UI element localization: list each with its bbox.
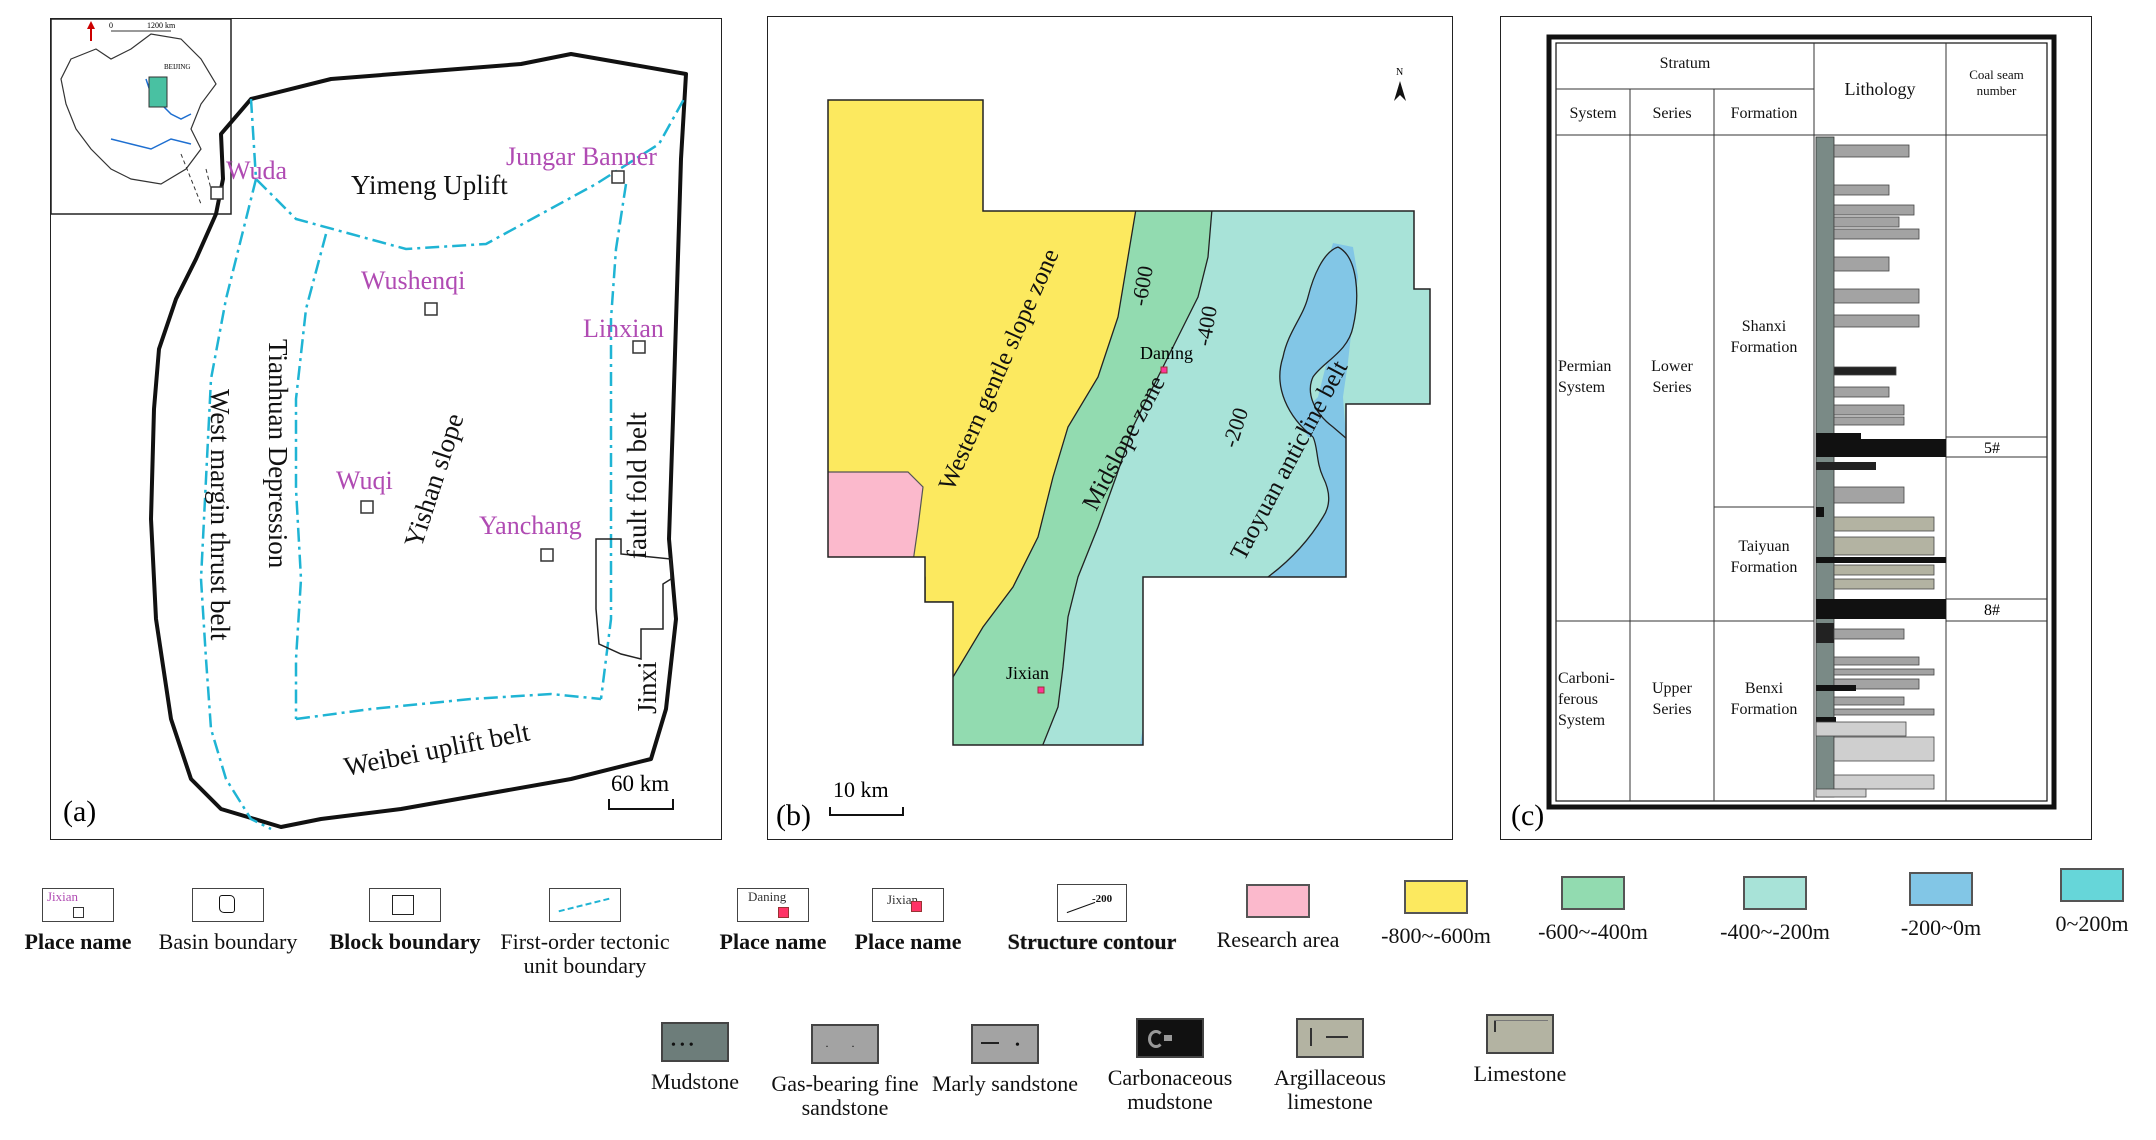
panel-a: 0 1200 km BEIJING Wuda Jungar Bann xyxy=(50,18,722,840)
legend-structure-contour: -200 Structure contour xyxy=(992,884,1192,954)
upper-series: Upper Series xyxy=(1652,680,1692,718)
legend-place-name-1: Jixian Place name xyxy=(24,888,132,954)
panel-label-a: (a) xyxy=(63,795,96,828)
legend-m200-0: -200~0m xyxy=(1866,872,2016,940)
svg-text:BEIJING: BEIJING xyxy=(164,63,190,71)
lithology-column xyxy=(1815,136,1946,798)
legend-m800-600: -800~-600m xyxy=(1356,880,1516,948)
legend-block-boundary: Block boundary xyxy=(320,888,490,954)
basin-boundary xyxy=(149,52,688,829)
place-wuqi: Wuqi xyxy=(336,466,393,495)
zone-p0-200 xyxy=(1368,457,1430,745)
svg-text:0: 0 xyxy=(109,21,113,30)
basin-map: 0 1200 km BEIJING Wuda Jungar Bann xyxy=(50,18,688,831)
header-series: Series xyxy=(1652,105,1691,122)
legend-carbonaceous-mudstone: Carbonaceous mudstone xyxy=(1090,1018,1250,1114)
unit-yishan: Yishan slope xyxy=(398,410,469,551)
place-linxian: Linxian xyxy=(583,314,664,343)
shanxi-formation: Shanxi Formation xyxy=(1730,318,1798,356)
header-lithology: Lithology xyxy=(1845,79,1916,99)
legend-marly-sandstone: • Marly sandstone xyxy=(930,1024,1080,1096)
tectonic-boundaries xyxy=(199,98,686,831)
place-markers xyxy=(210,170,646,562)
header-formation: Formation xyxy=(1731,105,1798,122)
unit-jinxi: Jinxi xyxy=(632,661,662,714)
stratigraphic-column: Stratum System Series Formation Litholog… xyxy=(1511,34,2057,832)
unit-fault-fold: fault fold belt xyxy=(622,412,652,559)
unit-weibei: Weibei uplift belt xyxy=(341,716,532,781)
legend-argillaceous-limestone: Argillaceous limestone xyxy=(1255,1018,1405,1114)
unit-tianhuan: Tianhuan Depression xyxy=(263,339,293,569)
block-outline xyxy=(827,99,1431,746)
place-jungar: Jungar Banner xyxy=(506,142,657,171)
legend-basin-boundary: Basin boundary xyxy=(143,888,313,954)
carboniferous-system: Carboni-ferous System xyxy=(1558,670,1615,729)
china-outline xyxy=(60,33,217,185)
svg-text:1200 km: 1200 km xyxy=(147,21,176,30)
structure-contour-map: -600 -400 -200 Western gentle slope zone… xyxy=(776,67,1431,832)
legend-limestone: Limestone xyxy=(1450,1014,1590,1086)
panel-label-c: (c) xyxy=(1511,799,1544,832)
panel-c: Stratum System Series Formation Litholog… xyxy=(1500,16,2092,840)
header-system: System xyxy=(1569,105,1617,122)
block-boundary xyxy=(595,538,672,660)
place-jixian: Jixian xyxy=(1006,663,1049,683)
legend-m600-400: -600~-400m xyxy=(1508,876,1678,944)
research-area xyxy=(828,471,924,603)
panel-b: -600 -400 -200 Western gentle slope zone… xyxy=(767,16,1453,840)
unit-west-margin: West margin thrust belt xyxy=(205,389,235,641)
scale-label-b: 10 km xyxy=(833,777,889,802)
place-wushenqi: Wushenqi xyxy=(361,266,465,295)
north-arrow-icon: N xyxy=(1394,67,1406,101)
permian-system: Permian System xyxy=(1558,358,1612,396)
inset-map: 0 1200 km BEIJING xyxy=(50,18,232,215)
legend-place-name-3: Jixian Place name xyxy=(838,888,978,954)
header-stratum: Stratum xyxy=(1660,55,1711,72)
taiyuan-formation: Taiyuan Formation xyxy=(1730,538,1798,576)
legend-p0-200: 0~200m xyxy=(2030,868,2154,936)
place-wuda: Wuda xyxy=(226,156,287,185)
seam-5: 5# xyxy=(1984,440,2000,457)
lower-series: Lower Series xyxy=(1651,358,1693,396)
legend-fine-sandstone: ·· Gas-bearing fine sandstone xyxy=(770,1024,920,1120)
panel-label-b: (b) xyxy=(776,799,811,832)
legend-mudstone: ••• Mudstone xyxy=(625,1022,765,1094)
benxi-formation: Benxi Formation xyxy=(1730,680,1798,718)
legend-m400-200: -400~-200m xyxy=(1690,876,1860,944)
ordos-basin-inset xyxy=(148,76,168,108)
header-coal-seam: Coal seam number xyxy=(1969,67,2024,98)
seam-8: 8# xyxy=(1984,602,2000,619)
place-daning: Daning xyxy=(1140,343,1193,363)
legend-research-area: Research area xyxy=(1198,884,1358,952)
unit-yimeng: Yimeng Uplift xyxy=(351,170,508,200)
legend-place-name-2: Daning Place name xyxy=(719,888,827,954)
legend-tectonic-boundary: First-order tectonic unit boundary xyxy=(490,888,680,978)
place-yanchang: Yanchang xyxy=(479,511,582,540)
scale-label-a: 60 km xyxy=(611,771,669,796)
svg-text:N: N xyxy=(1396,67,1403,78)
